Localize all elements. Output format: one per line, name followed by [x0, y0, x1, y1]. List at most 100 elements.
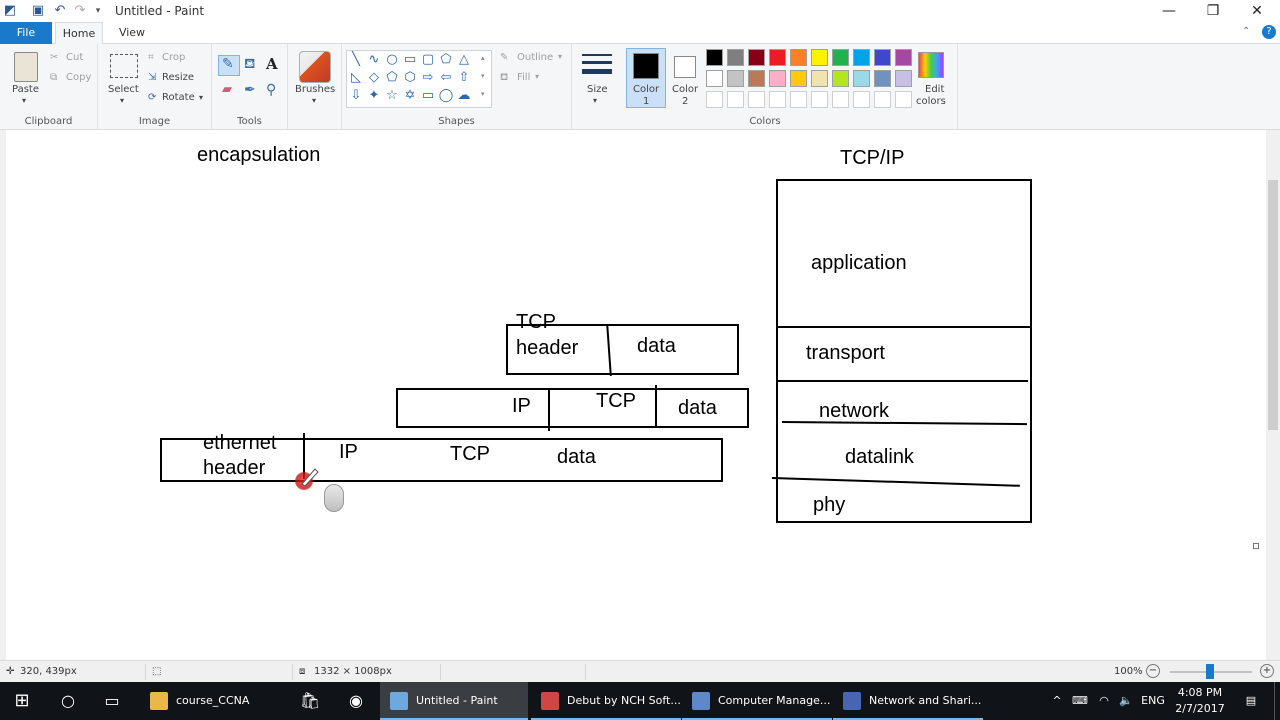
custom-palette-swatch[interactable] — [790, 91, 807, 108]
store-icon[interactable]: 🛍 — [299, 691, 321, 710]
palette-swatch[interactable] — [769, 70, 786, 87]
cut-button[interactable]: Cut — [66, 52, 84, 63]
tab-view[interactable]: View — [118, 26, 146, 39]
shapes-scroll-down-icon[interactable]: ▾ — [481, 72, 485, 80]
shapes-more-icon[interactable]: ▾ — [481, 90, 485, 98]
rounded-rectangle-shape-icon[interactable]: ▢ — [421, 52, 435, 67]
custom-palette-swatch[interactable] — [853, 91, 870, 108]
right-arrow-shape-icon[interactable]: ⇨ — [422, 70, 434, 85]
fill-icon[interactable]: ⛾ — [500, 72, 509, 83]
taskbar-app-paint[interactable]: Untitled - Paint — [380, 682, 528, 720]
five-point-star-shape-icon[interactable]: ☆ — [386, 88, 398, 103]
resize-button[interactable]: Resize — [162, 72, 195, 83]
paint-app-icon[interactable]: ◩ — [3, 3, 17, 18]
size-button[interactable]: Size — [587, 84, 608, 95]
diamond-shape-icon[interactable]: ◇ — [369, 70, 379, 85]
redo-icon[interactable]: ↷ — [74, 3, 86, 18]
fill-button[interactable]: Fill — [517, 72, 531, 83]
cortana-search-icon[interactable]: ○ — [61, 691, 75, 710]
pencil-icon[interactable]: ✎ — [222, 56, 234, 72]
network-tray-icon[interactable]: ⌨ — [1072, 694, 1088, 707]
hexagon-shape-icon[interactable]: ⬡ — [404, 70, 416, 85]
crop-button[interactable]: Crop — [162, 52, 186, 63]
custom-palette-swatch[interactable] — [832, 91, 849, 108]
cloud-callout-shape-icon[interactable]: ☁ — [457, 88, 471, 103]
palette-swatch[interactable] — [727, 70, 744, 87]
curve-shape-icon[interactable]: ∿ — [368, 52, 380, 67]
edit-colors-icon[interactable] — [918, 52, 944, 78]
select-dropdown-icon[interactable]: ▾ — [120, 96, 125, 105]
fill-dropdown-icon[interactable]: ▾ — [535, 72, 540, 81]
firefox-icon[interactable]: ◉ — [349, 691, 363, 710]
help-icon[interactable]: ? — [1262, 25, 1276, 39]
six-point-star-shape-icon[interactable]: ✡ — [404, 88, 416, 103]
brushes-icon[interactable] — [299, 51, 331, 83]
clock[interactable]: 4:08 PM 2/7/2017 — [1170, 685, 1230, 717]
zoom-out-button[interactable]: − — [1146, 664, 1160, 678]
action-center-icon[interactable]: ▤ — [1245, 694, 1257, 707]
resize-icon[interactable]: ⇲ — [148, 72, 157, 83]
palette-swatch[interactable] — [853, 49, 870, 66]
text-tool-icon[interactable]: A — [266, 55, 278, 73]
right-triangle-shape-icon[interactable]: ◺ — [351, 70, 361, 85]
palette-swatch[interactable] — [895, 70, 912, 87]
close-button[interactable]: ✕ — [1251, 3, 1263, 19]
color-picker-icon[interactable]: ✒ — [244, 82, 256, 98]
palette-swatch[interactable] — [790, 49, 807, 66]
left-arrow-shape-icon[interactable]: ⇦ — [440, 70, 452, 85]
drawing-canvas[interactable]: encapsulation TCP/IP application transpo… — [0, 130, 1280, 660]
palette-swatch[interactable] — [727, 49, 744, 66]
palette-swatch[interactable] — [790, 70, 807, 87]
taskbar-app-computer-management[interactable]: Computer Manage... — [682, 682, 832, 720]
color2-swatch[interactable] — [674, 56, 696, 78]
custom-palette-swatch[interactable] — [727, 91, 744, 108]
custom-palette-swatch[interactable] — [769, 91, 786, 108]
magnifier-icon[interactable]: ⚲ — [266, 82, 277, 98]
palette-swatch[interactable] — [874, 70, 891, 87]
vertical-scroll-thumb[interactable] — [1268, 180, 1278, 430]
size-dropdown-icon[interactable]: ▾ — [593, 96, 598, 105]
select-icon[interactable] — [110, 54, 138, 78]
color2-label[interactable]: Color — [672, 84, 699, 95]
palette-swatch[interactable] — [706, 70, 723, 87]
crop-icon[interactable]: ⌗ — [148, 52, 154, 63]
palette-swatch[interactable] — [811, 49, 828, 66]
copy-icon[interactable]: ⧉ — [50, 72, 58, 83]
undo-icon[interactable]: ↶ — [54, 3, 66, 18]
select-button[interactable]: Select — [108, 84, 139, 95]
palette-swatch[interactable] — [853, 70, 870, 87]
four-point-star-shape-icon[interactable]: ✦ — [368, 88, 380, 103]
save-icon[interactable]: ▣ — [31, 3, 45, 18]
custom-palette-swatch[interactable] — [895, 91, 912, 108]
show-desktop-button[interactable] — [1274, 682, 1280, 720]
custom-palette-swatch[interactable] — [748, 91, 765, 108]
line-shape-icon[interactable]: ╲ — [352, 52, 360, 67]
brushes-dropdown-icon[interactable]: ▾ — [312, 96, 317, 105]
taskbar-app-debut[interactable]: Debut by NCH Soft... — [531, 682, 681, 720]
fill-bucket-icon[interactable]: ⛾ — [244, 56, 256, 72]
outline-icon[interactable]: ✎ — [500, 52, 509, 63]
rotate-dropdown-icon[interactable]: ▾ — [199, 93, 204, 102]
input-language[interactable]: ENG — [1141, 694, 1165, 707]
brushes-button[interactable]: Brushes — [295, 84, 336, 95]
task-view-icon[interactable]: ▭ — [104, 691, 120, 710]
eraser-icon[interactable]: ▰ — [222, 82, 232, 97]
shapes-scroll-up-icon[interactable]: ▴ — [481, 54, 485, 62]
palette-swatch[interactable] — [874, 49, 891, 66]
collapse-ribbon-icon[interactable]: ⌃ — [1242, 26, 1251, 37]
custom-palette-swatch[interactable] — [811, 91, 828, 108]
minimize-button[interactable]: — — [1162, 3, 1176, 19]
tab-home[interactable]: Home — [55, 22, 103, 45]
taskbar-app-course-ccna[interactable]: course_CCNA — [140, 682, 288, 720]
zoom-slider-thumb[interactable] — [1206, 664, 1214, 679]
canvas-resize-handle[interactable] — [1253, 543, 1259, 549]
palette-swatch[interactable] — [769, 49, 786, 66]
start-windows-icon[interactable]: ⊞ — [14, 690, 30, 711]
edit-colors-label-1[interactable]: Edit — [925, 84, 945, 95]
palette-swatch[interactable] — [832, 49, 849, 66]
palette-swatch[interactable] — [832, 70, 849, 87]
triangle-shape-icon[interactable]: △ — [459, 52, 469, 67]
paste-button[interactable]: Paste — [12, 84, 39, 95]
restore-button[interactable]: ❐ — [1206, 3, 1220, 19]
up-arrow-shape-icon[interactable]: ⇧ — [458, 70, 470, 85]
